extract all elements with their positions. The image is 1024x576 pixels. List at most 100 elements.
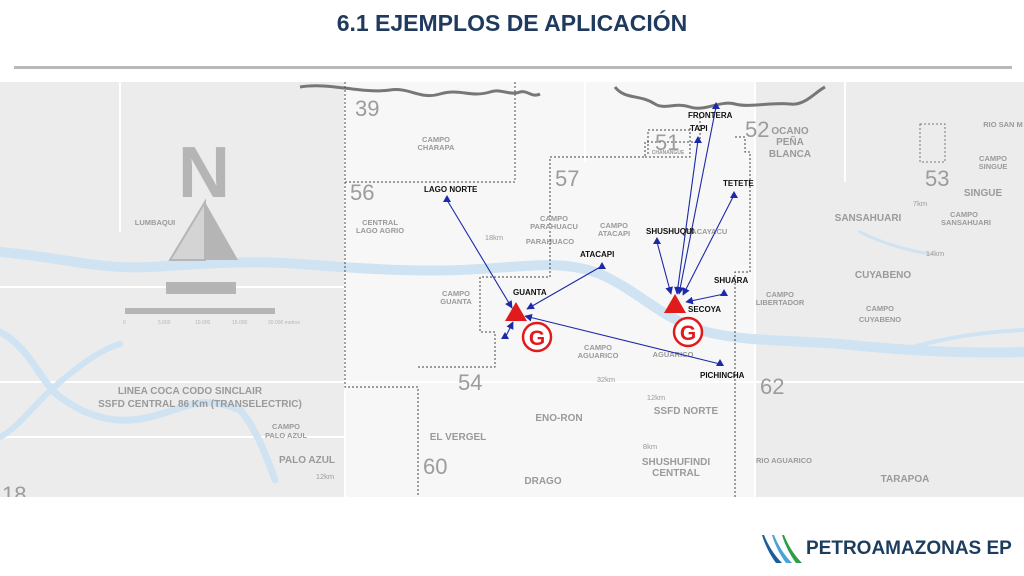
label-campo-guanta-2: GUANTA bbox=[440, 297, 472, 306]
label-pacayacu: PACAYACU bbox=[687, 227, 728, 236]
scale-label-0: 0 bbox=[123, 320, 126, 326]
label-sansahuari: SANSAHUARI bbox=[835, 213, 902, 224]
label-campo-sansahuari-1: CAMPO bbox=[950, 210, 978, 219]
node-label-tapi: TAPI bbox=[690, 124, 708, 133]
label-12km: 12km bbox=[647, 393, 665, 402]
generator-circle-guanta bbox=[521, 321, 553, 353]
block-60: 60 bbox=[423, 454, 447, 479]
field-labels: CAMPO CHARAPA LUMBAQUI CENTRAL LAGO AGRI… bbox=[135, 120, 1023, 481]
oil-field-map: 39 56 57 51 52 53 54 62 60 18 N 0 5.000 … bbox=[0, 82, 1024, 497]
label-ocano: OCANO bbox=[771, 126, 808, 137]
node-label-guanta: GUANTA bbox=[513, 288, 547, 297]
label-campo-cuyabeno-2: CUYABENO bbox=[859, 315, 901, 324]
label-campo-atacapi-2: ATACAPI bbox=[598, 229, 630, 238]
well-lago-norte bbox=[443, 195, 451, 202]
label-campo-aguarico-1: CAMPO bbox=[584, 343, 612, 352]
label-shushufindi: SHUSHUFINDI bbox=[642, 457, 711, 468]
node-label-atacapi: ATACAPI bbox=[580, 250, 614, 259]
title-divider bbox=[14, 66, 1012, 69]
node-label-shuara: SHUARA bbox=[714, 276, 748, 285]
slide-title: 6.1 EJEMPLOS DE APLICACIÓN bbox=[336, 10, 688, 36]
label-cuyabeno: CUYABENO bbox=[855, 270, 912, 281]
border-river-west bbox=[299, 84, 541, 97]
label-campo-atacapi-1: CAMPO bbox=[600, 221, 628, 230]
node-labels: LAGO NORTE ATACAPI GUANTA FRONTERA TAPI … bbox=[424, 111, 754, 380]
label-campo-singue-1: CAMPO bbox=[979, 154, 1007, 163]
label-campo-charapa-2: CHARAPA bbox=[418, 143, 456, 152]
label-campo-singue-2: SINGUE bbox=[979, 162, 1008, 171]
singue-boundary bbox=[919, 123, 946, 163]
label-ssfd-central: SSFD CENTRAL 86 Km (TRANSELECTRIC) bbox=[98, 399, 302, 410]
label-campo-libertador-2: LIBERTADOR bbox=[756, 298, 805, 307]
rivers bbox=[0, 230, 1024, 484]
arrow-pichincha bbox=[524, 313, 721, 365]
well-tapi bbox=[694, 136, 702, 143]
label-lumbaqui: LUMBAQUI bbox=[135, 218, 175, 227]
region-labels: OCANO PEÑA BLANCA SINGUE SANSAHUARI CUYA… bbox=[98, 126, 1002, 487]
well-atacapi bbox=[598, 262, 606, 269]
node-label-frontera: FRONTERA bbox=[688, 111, 733, 120]
block-52: 52 bbox=[745, 117, 769, 142]
label-central-1: CENTRAL bbox=[362, 218, 398, 227]
chanangue-boundary bbox=[645, 127, 691, 158]
border-river-east bbox=[613, 85, 826, 110]
label-campo-charapa-1: CAMPO bbox=[422, 135, 450, 144]
label-tarapoa: TARAPOA bbox=[881, 474, 930, 485]
generator-circle-secoya bbox=[672, 316, 704, 348]
well-pichincha bbox=[716, 359, 724, 366]
map-study-area bbox=[345, 82, 755, 497]
label-campo-cuyabeno-1: CAMPO bbox=[866, 304, 894, 313]
block-18: 18 bbox=[2, 482, 26, 497]
label-campo-sansahuari-2: SANSAHUARI bbox=[941, 218, 991, 227]
label-7km: 7km bbox=[913, 199, 927, 208]
block-51: 51 bbox=[655, 130, 679, 155]
label-parahuaco: PARAHUACO bbox=[526, 237, 574, 246]
well-shushuqui bbox=[653, 237, 661, 244]
scale-label-5000: 5.000 bbox=[158, 320, 171, 326]
north-arrow: N bbox=[166, 133, 238, 294]
label-central: CENTRAL bbox=[652, 468, 700, 479]
logo-text: PETROAMAZONAS EP bbox=[806, 538, 1012, 559]
node-label-pichincha: PICHINCHA bbox=[700, 371, 745, 380]
generator-letter-secoya: G bbox=[680, 322, 696, 345]
label-campo-libertador-1: CAMPO bbox=[766, 290, 794, 299]
arrow-tetete bbox=[682, 194, 735, 296]
block-numbers: 39 56 57 51 52 53 54 62 60 18 bbox=[2, 96, 949, 497]
label-central-2: LAGO AGRIO bbox=[356, 226, 404, 235]
label-14km: 14km bbox=[926, 249, 944, 258]
label-8km: 8km bbox=[643, 442, 657, 451]
supply-arrows bbox=[446, 106, 735, 365]
well-shuara bbox=[720, 289, 728, 296]
label-blanca: BLANCA bbox=[769, 149, 811, 160]
well-tetete bbox=[730, 191, 738, 198]
generator-secoya: G bbox=[664, 294, 704, 348]
label-palo-azul: PALO AZUL bbox=[279, 455, 335, 466]
arrow-shushuqui bbox=[656, 241, 673, 295]
label-32km: 32km bbox=[597, 375, 615, 384]
well-guanta-local bbox=[501, 332, 509, 339]
arrow-frontera bbox=[676, 106, 717, 295]
label-el-vergel: EL VERGEL bbox=[430, 432, 487, 443]
block-56: 56 bbox=[350, 180, 374, 205]
scale-bar: 0 5.000 10.000 15.000 20.000 metros bbox=[123, 308, 300, 326]
label-pena: PEÑA bbox=[776, 135, 804, 148]
petroamazonas-logo: PETROAMAZONAS EP bbox=[760, 531, 1020, 567]
block-53: 53 bbox=[925, 166, 949, 191]
label-campo-parahuacu-1: CAMPO bbox=[540, 214, 568, 223]
petroamazonas-logo-icon bbox=[762, 535, 802, 563]
well-sites bbox=[443, 102, 738, 366]
generator-letter-guanta: G bbox=[529, 327, 545, 350]
label-campo-palo-azul-2: PALO AZUL bbox=[265, 431, 307, 440]
label-rio-san-m: RIO SAN M bbox=[983, 120, 1023, 129]
node-label-shushuqui: SHUSHUQUI bbox=[646, 227, 694, 236]
label-18km: 18km bbox=[485, 233, 503, 242]
node-label-lago-norte: LAGO NORTE bbox=[424, 185, 478, 194]
block-boundaries bbox=[344, 82, 751, 497]
generator-triangle-guanta bbox=[505, 302, 527, 321]
label-campo-palo-azul-1: CAMPO bbox=[272, 422, 300, 431]
scale-label-15000: 15.000 bbox=[232, 320, 248, 326]
node-label-secoya: SECOYA bbox=[688, 305, 721, 314]
label-drago: DRAGO bbox=[524, 476, 561, 487]
label-rio-aguarico: RIO AGUARICO bbox=[756, 456, 812, 465]
label-linea-coca: LINEA COCA CODO SINCLAIR bbox=[118, 386, 263, 397]
